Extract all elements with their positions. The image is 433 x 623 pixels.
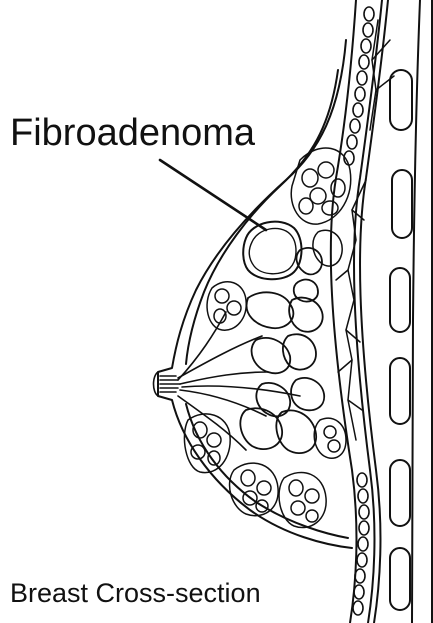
fibroadenoma-mass — [243, 222, 301, 280]
chest-wall-ribs — [390, 70, 412, 610]
label-leader-line — [160, 160, 266, 230]
diagram-caption: Breast Cross-section — [10, 578, 261, 609]
chest-wall — [331, 0, 432, 623]
wall-fat-cells — [344, 7, 374, 615]
fibroadenoma-label: Fibroadenoma — [10, 112, 255, 155]
